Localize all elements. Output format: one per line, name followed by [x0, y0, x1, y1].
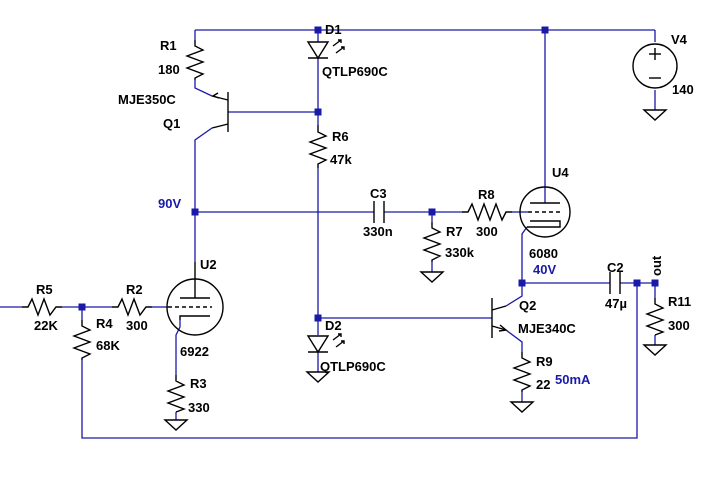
- junction-r4: [78, 303, 86, 311]
- ground-v4: [643, 109, 667, 121]
- resistor-r9: [512, 352, 532, 392]
- wire-r1-bottom: [194, 80, 213, 97]
- annotations: 90V 40V 50mA: [158, 196, 591, 387]
- wire-u2-cathode: [175, 320, 181, 375]
- resistor-r8: [462, 202, 512, 222]
- led-d1: [306, 39, 345, 60]
- label-r5-ref: R5: [36, 282, 53, 297]
- ground-r7: [420, 271, 444, 283]
- net-label-out: out: [649, 255, 664, 276]
- label-q1-ref: Q1: [163, 116, 180, 131]
- resistors: [22, 40, 665, 413]
- label-r3-ref: R3: [190, 376, 207, 391]
- label-c2-ref: C2: [607, 260, 624, 275]
- resistor-r11: [645, 298, 665, 336]
- label-c3-value: 330n: [363, 224, 393, 239]
- label-r9-ref: R9: [536, 354, 553, 369]
- label-r8-ref: R8: [478, 187, 495, 202]
- wire-u4-cathode: [521, 226, 528, 283]
- junction-feedback: [633, 279, 641, 287]
- component-labels: R1 180 MJE350C Q1 D1 QTLP690C R6 47k V4 …: [34, 22, 694, 415]
- junction-r7: [428, 208, 436, 216]
- voltage-source-v4: [632, 43, 678, 89]
- label-r5-value: 22K: [34, 318, 58, 333]
- label-d1-ref: D1: [325, 22, 342, 37]
- label-r6-value: 47k: [330, 152, 352, 167]
- junction-u4-plate: [541, 26, 549, 34]
- label-r11-ref: R11: [668, 294, 691, 309]
- label-r3-value: 330: [188, 400, 210, 415]
- annotation-50ma: 50mA: [555, 372, 591, 387]
- junction-out: [651, 279, 659, 287]
- resistor-r7: [422, 222, 442, 262]
- label-r1-value: 180: [158, 62, 180, 77]
- label-v4-ref: V4: [671, 32, 688, 47]
- label-q2-ref: Q2: [519, 298, 536, 313]
- capacitors: [373, 201, 621, 294]
- tube-u4: [519, 186, 571, 238]
- annotation-90v: 90V: [158, 196, 181, 211]
- capacitor-c3: [373, 201, 385, 223]
- label-v4-value: 140: [672, 82, 694, 97]
- led-d2: [306, 333, 345, 354]
- label-r1-ref: R1: [160, 38, 177, 53]
- label-r4-value: 68K: [96, 338, 120, 353]
- junction-d1-top: [314, 26, 322, 34]
- label-d2-ref: D2: [325, 318, 342, 333]
- ground-r9: [510, 401, 534, 413]
- label-q2-model: MJE340C: [518, 321, 576, 336]
- label-u4-model: 6080: [529, 246, 558, 261]
- junctions: [78, 26, 659, 322]
- label-u4-ref: U4: [552, 165, 569, 180]
- wires: [0, 29, 656, 439]
- label-r9-value: 22: [536, 377, 550, 392]
- transistor-q1: [211, 92, 229, 132]
- resistor-r6: [308, 125, 328, 168]
- label-d2-model: QTLP690C: [320, 359, 386, 374]
- label-r2-ref: R2: [126, 282, 143, 297]
- capacitor-c2: [609, 272, 621, 294]
- label-u2-ref: U2: [200, 257, 217, 272]
- wire-feedback: [81, 283, 638, 439]
- transistor-q2: [491, 298, 508, 338]
- label-u2-model: 6922: [180, 344, 209, 359]
- resistor-r5: [22, 297, 62, 317]
- wire-q2-collector: [505, 283, 523, 307]
- resistor-r4: [72, 320, 92, 360]
- junction-40v: [518, 279, 526, 287]
- junction-90v: [191, 208, 199, 216]
- tube-u2: [166, 262, 224, 336]
- wire-q1-collector: [194, 127, 213, 262]
- junction-d2: [314, 314, 322, 322]
- junction-q1-base: [314, 108, 322, 116]
- ground-r3: [164, 419, 188, 431]
- label-r7-ref: R7: [446, 224, 463, 239]
- wire-q2-emitter: [505, 329, 523, 352]
- label-d1-model: QTLP690C: [322, 64, 388, 79]
- label-r2-value: 300: [126, 318, 148, 333]
- annotation-40v: 40V: [533, 262, 556, 277]
- resistor-r1: [185, 40, 205, 80]
- label-c2-value: 47µ: [605, 296, 627, 311]
- label-q1-model: MJE350C: [118, 92, 176, 107]
- label-c3-ref: C3: [370, 186, 387, 201]
- label-r6-ref: R6: [332, 129, 349, 144]
- label-r11-value: 300: [668, 318, 690, 333]
- resistor-r2: [112, 297, 152, 317]
- label-r8-value: 300: [476, 224, 498, 239]
- label-r7-value: 330k: [445, 245, 475, 260]
- grounds: [164, 109, 667, 431]
- resistor-r3: [166, 375, 186, 413]
- ground-r11: [643, 344, 667, 356]
- label-r4-ref: R4: [96, 316, 113, 331]
